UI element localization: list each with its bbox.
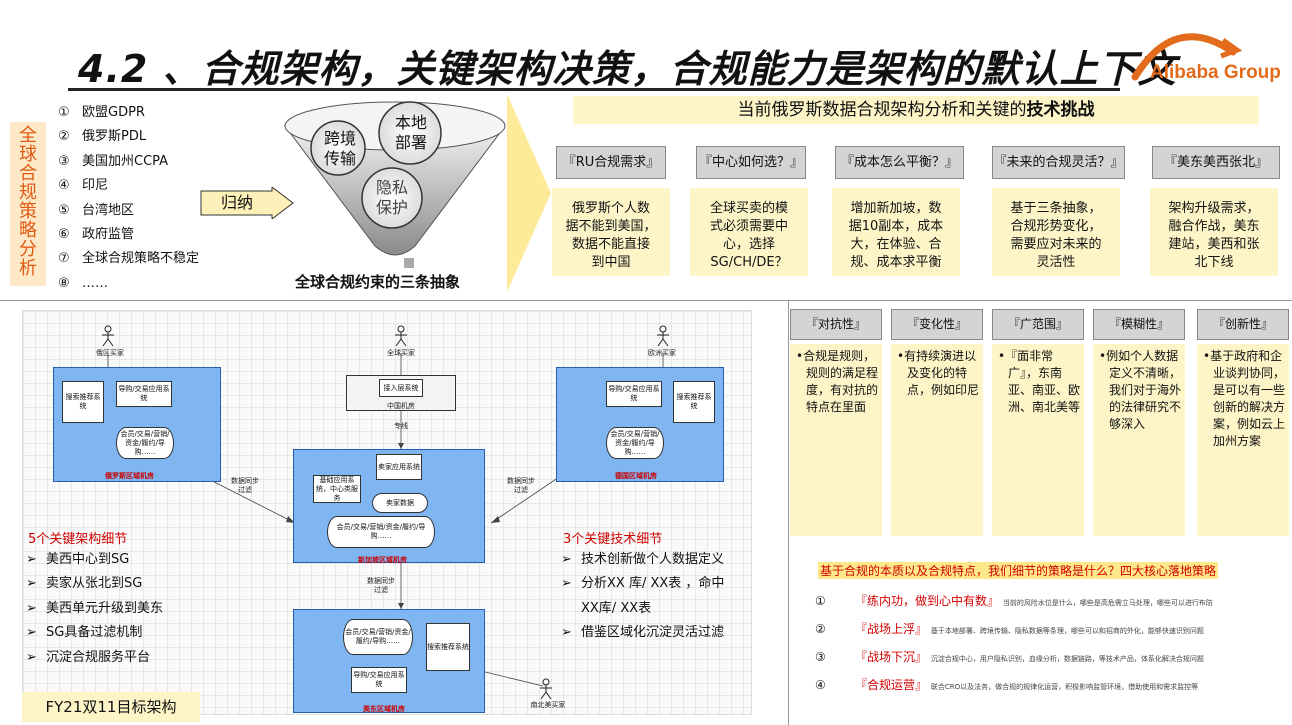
- funnel-circle-cross-border: 跨境传输: [323, 129, 356, 168]
- architecture-diagram: 俄区买家 全球买家 欧洲买家 南北美买家 搜索推荐系统 导购/交易应用系统 会员…: [22, 310, 752, 715]
- abstraction-title: 全球合规约束的三条抽象: [295, 273, 461, 291]
- ru-search-system: 搜索推荐系统: [62, 381, 104, 423]
- tech-details-title: 3个关键技术细节: [563, 532, 663, 547]
- feature-description: •『面非常广』，东南亚、南亚、欧洲、南北美等: [992, 344, 1084, 536]
- arch-details-list: ➢美西中心到SG ➢卖家从张北到SG ➢美西单元升级到美东 ➢SG具备过滤机制 …: [26, 548, 163, 670]
- challenge-cost-balance: 『成本怎么平衡？』: [835, 146, 964, 179]
- dedicated-line-label: 专线: [394, 422, 408, 430]
- strategy-row: ③『战场下沉』 沉淀合规中心，用户隐私识别，血缘分析，数据链路，等技术产品，体系…: [815, 650, 1204, 664]
- feature-header-broad-scope: 『广范围』: [992, 309, 1084, 340]
- access-layer-system: 接入层系统: [379, 379, 423, 397]
- sync-filter-label: 数据同步过滤: [507, 477, 535, 494]
- funnel-outlet: [404, 258, 414, 268]
- de-trade-system: 导购/交易应用系统: [606, 381, 662, 407]
- challenge-answer: 增加新加坡，数据10副本，成本大，在体验、合规、成本求平衡: [832, 188, 960, 276]
- challenge-ru-requirement: 『RU合规需求』: [556, 146, 666, 179]
- title-underline: [68, 88, 1120, 91]
- region-label: 俄罗斯区域机房: [105, 472, 154, 480]
- list-item: ➢技术创新做个人数据定义: [561, 552, 725, 567]
- list-item: ➢卖家从张北到SG: [26, 576, 143, 592]
- induce-label: 归纳: [220, 193, 253, 212]
- alibaba-logo-text: Alibaba Group: [1150, 62, 1281, 83]
- seller-data-db: 卖家数据: [372, 493, 428, 513]
- buyer-actor-icon: [102, 325, 114, 347]
- funnel-circle-local-deploy: 本地部署: [394, 113, 427, 152]
- us-search-system: 搜索推荐系统: [426, 623, 470, 671]
- list-item: ➢沉淀合规服务平台: [26, 649, 151, 665]
- sync-filter-label: 数据同步过滤: [367, 577, 395, 594]
- strategy-header: 基于合规的本质以及合规特点，我们细节的策略是什么？四大核心落地策略: [818, 562, 1219, 579]
- challenge-center-choice: 『中心如何选？』: [696, 146, 806, 179]
- actor-label: 欧洲买家: [648, 349, 676, 357]
- feature-description: •有持续演进以及变化的特点，例如印尼: [891, 344, 983, 536]
- actor-label: 俄区买家: [96, 349, 124, 357]
- de-member-db: 会员/交易/营销/资金/履约/导购……: [606, 427, 664, 459]
- region-label: 美东区域机房: [363, 705, 405, 713]
- fy-target-label: FY21双11目标架构: [22, 692, 200, 722]
- buyer-actor-icon: [395, 325, 407, 347]
- us-trade-system: 导购/交易应用系统: [351, 667, 407, 693]
- induce-arrow-icon: [200, 187, 294, 219]
- challenges-header: 当前俄罗斯数据合规架构分析和关键的技术挑战: [573, 96, 1259, 124]
- feature-header-innovation: 『创新性』: [1197, 309, 1289, 340]
- sg-member-db: 会员/交易/营销/资金/履约/导购……: [327, 516, 435, 548]
- alibaba-logo-icon: [1131, 33, 1243, 81]
- actor-label: 南北美买家: [530, 701, 566, 709]
- list-item: ➢美西单元升级到美东: [26, 600, 164, 616]
- feature-header-ambiguity: 『模糊性』: [1093, 309, 1185, 340]
- challenge-answer: 架构升级需求，融合作战，美东建站，美西和张北下线: [1150, 188, 1278, 276]
- list-item: ➢借鉴区域化沉淀灵活过滤: [561, 625, 725, 641]
- challenge-us-migration: 『美东美西张北』: [1152, 146, 1280, 179]
- funnel-diagram: [284, 101, 506, 256]
- strategy-row: ②『战场上浮』 基于本地部署、跨境传输、隐私数据等条理，哪些可以和招商的外化，能…: [815, 622, 1204, 636]
- feature-description: •例如个人数据定义不清晰，我们对于海外的法律研究不够深入: [1093, 344, 1185, 536]
- feature-header-variability: 『变化性』: [891, 309, 983, 340]
- us-member-db: 会员/交易/营销/资金/履约/导购……: [343, 619, 413, 655]
- section-divider: [0, 300, 1292, 301]
- list-item: XX库/ XX表: [581, 600, 652, 616]
- feature-header-adversarial: 『对抗性』: [790, 309, 882, 340]
- slide-title: 4.2 、合规架构，关键架构决策，合规能力是架构的默认上下文: [78, 47, 1177, 91]
- challenge-answer: 俄罗斯个人数据不能到美国，数据不能直接到中国: [552, 188, 670, 276]
- buyer-actor-icon: [540, 678, 552, 700]
- ru-member-db: 会员/交易/营销/资金/履约/导购……: [116, 427, 174, 459]
- list-item: ➢美西中心到SG: [26, 552, 130, 567]
- list-item: ➢SG具备过滤机制: [26, 625, 143, 641]
- china-room-label: 中国机房: [387, 402, 415, 410]
- funnel-circle-privacy: 隐私保护: [375, 178, 408, 217]
- global-strategy-vertical-label: 全球合规策略分析: [10, 122, 46, 286]
- ru-trade-system: 导购/交易应用系统: [116, 381, 172, 407]
- base-system: 基础应用系统，中心类服务: [313, 475, 361, 503]
- sync-filter-label: 数据同步过滤: [231, 477, 259, 494]
- list-item: ➢分析XX 库/ XX表 ，命中: [561, 576, 725, 592]
- challenge-future-flex: 『未来的合规灵活？』: [992, 146, 1125, 179]
- de-search-system: 搜索推荐系统: [673, 381, 715, 423]
- tech-details-list: ➢技术创新做个人数据定义 ➢分析XX 库/ XX表 ，命中 XX库/ XX表 ➢…: [561, 548, 724, 646]
- region-label: 德国区域机房: [615, 472, 657, 480]
- feature-description: •合规是规则，规则的满足程度，有对抗的特点在里面: [790, 344, 882, 536]
- chevron-right-icon: [507, 94, 551, 292]
- region-label: 新加坡区域机房: [358, 556, 407, 564]
- arch-details-title: 5个关键架构细节: [28, 532, 128, 547]
- feature-description: •基于政府和企业谈判协同，是可以有一些创新的解决方案，例如云上加州方案: [1197, 344, 1289, 536]
- list-item: ⑧……: [58, 275, 108, 291]
- section-divider: [788, 300, 789, 725]
- strategy-row: ④『合规运营』 联合CRO以及法务，做合规的规律化运营，积极影响监管环境，借助使…: [815, 678, 1199, 692]
- strategy-row: ①『练内功，做到心中有数』 当前的风险水位是什么，哪些是高危需立马处理，哪些可以…: [815, 594, 1213, 608]
- seller-system: 卖家应用系统: [376, 454, 422, 480]
- buyer-actor-icon: [657, 325, 669, 347]
- actor-label: 全球买家: [387, 349, 415, 357]
- challenge-answer: 基于三条抽象，合规形势变化，需要应对未来的灵活性: [992, 188, 1120, 276]
